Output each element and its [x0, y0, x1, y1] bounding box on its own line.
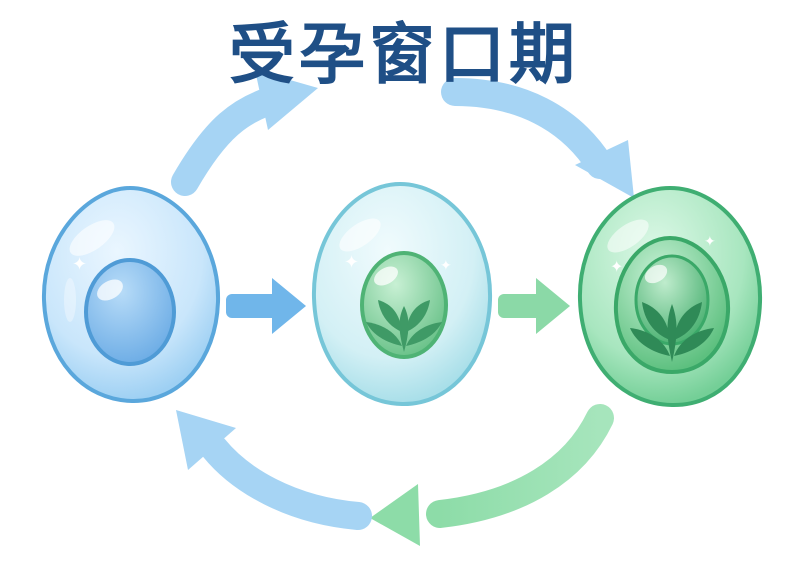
egg-stage-3: ✦ ✦: [577, 185, 763, 408]
page-title: 受孕窗口期: [229, 16, 579, 93]
arrow-top-right-down: [441, 78, 634, 198]
growing-sprout-icon: [630, 302, 714, 362]
arrow-stage-1-to-2: [226, 278, 306, 334]
sparkle-icon: ✦: [704, 234, 716, 250]
sparkle-icon: ✦: [72, 254, 87, 275]
arrow-stage-2-to-3: [498, 278, 570, 334]
sprout-icon: [366, 300, 442, 352]
arrow-bottom-right-to-center: [370, 404, 614, 546]
sparkle-icon: ✦: [440, 258, 452, 274]
egg-stage-2: ✦ ✦: [311, 181, 493, 407]
arrow-bottom-center-to-left: [176, 410, 372, 530]
sparkle-icon: ✦: [610, 257, 623, 276]
egg-stage-1: ✦: [41, 185, 221, 404]
sparkle-icon: ✦: [344, 252, 359, 273]
arrow-top-left-up: [171, 70, 318, 196]
